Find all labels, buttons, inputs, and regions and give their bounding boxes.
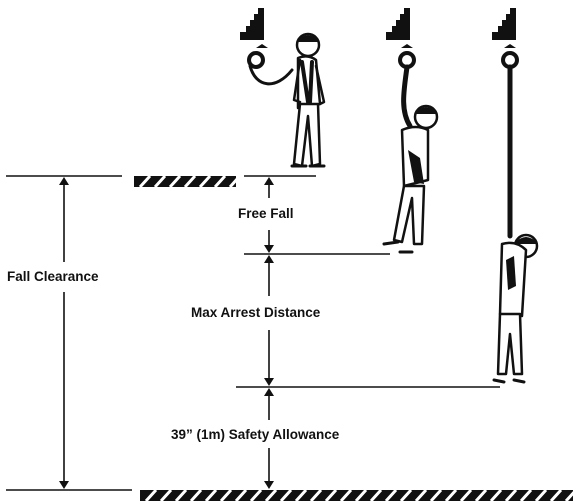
free-fall-label: Free Fall (238, 206, 294, 221)
reference-lines (6, 175, 500, 491)
hatched-ground-icon (134, 174, 240, 189)
max-arrest-distance-label: Max Arrest Distance (191, 305, 321, 320)
worker-icon (492, 64, 539, 384)
anchor-icon (240, 8, 268, 69)
arrow-icon (59, 177, 274, 489)
worker-icon (248, 32, 326, 168)
anchor-icon (492, 8, 519, 69)
safety-allowance-label: 39” (1m) Safety Allowance (171, 427, 340, 442)
fall-clearance-label: Fall Clearance (7, 269, 99, 284)
hatched-ground-icon (140, 488, 573, 501)
anchor-icon (386, 8, 416, 69)
worker-icon (382, 64, 439, 254)
